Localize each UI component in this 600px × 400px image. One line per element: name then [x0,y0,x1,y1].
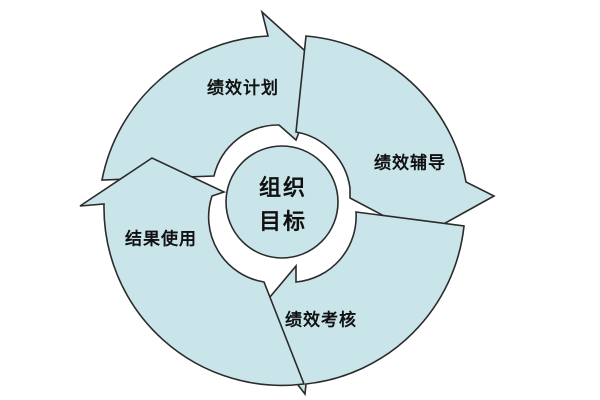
center-circle [225,145,339,259]
coach-label: 绩效辅导 [374,153,446,174]
center-label-line2: 目标 [258,210,308,235]
plan-arrow [101,9,325,181]
review-arrow [247,211,465,397]
center-label-line1: 组织 [258,176,308,201]
use-arrow [79,157,306,387]
plan-label: 绩效计划 [207,78,279,99]
use-label: 结果使用 [125,229,197,250]
review-label: 绩效考核 [285,310,357,331]
coach-arrow [295,35,496,237]
